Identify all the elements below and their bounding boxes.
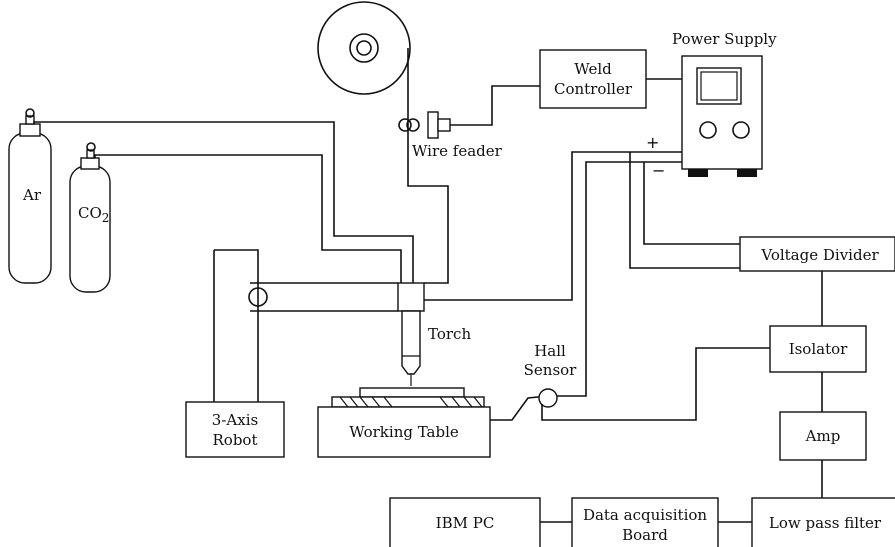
voltage-divider-label: Voltage Divider <box>760 246 879 264</box>
torch <box>397 282 425 386</box>
power-supply-unit <box>681 55 763 177</box>
working-table-box <box>317 406 491 458</box>
ibm-pc-label: IBM PC <box>436 514 495 532</box>
voltage-divider-box <box>739 236 895 272</box>
amp-box <box>779 411 867 461</box>
daq-label-1: Data acquisition <box>583 506 707 524</box>
minus-terminal-label: − <box>652 161 665 180</box>
ar-gas-hose <box>33 121 414 283</box>
robot-arm <box>248 282 398 312</box>
robot-column <box>213 249 259 402</box>
workpiece <box>331 387 485 408</box>
voltage-sense-line-2 <box>643 162 740 245</box>
wire-spool <box>317 1 411 95</box>
robot-box <box>185 401 285 458</box>
hall-sensor-signal-line <box>541 347 770 421</box>
hall-sensor-label-2: Sensor <box>524 361 578 379</box>
plus-terminal-label: + <box>646 133 659 152</box>
robot-label-2: Robot <box>213 431 258 449</box>
ibm-pc-box <box>389 497 541 547</box>
daq-label-2: Board <box>622 526 668 544</box>
weld-controller-label-1: Weld <box>574 60 612 78</box>
robot-label-1: 3-Axis <box>212 411 258 429</box>
daq-board-box <box>571 497 719 547</box>
weld-controller-label-2: Controller <box>554 80 633 98</box>
ar-cylinder <box>8 108 52 284</box>
voltage-sense-line-1 <box>629 152 740 269</box>
co2-label: CO2 <box>78 204 109 225</box>
power-knob-left <box>699 121 717 139</box>
torch-label: Torch <box>428 325 471 343</box>
hall-sensor-icon <box>538 388 558 408</box>
isolator-box <box>769 325 867 373</box>
working-table-label: Working Table <box>349 423 459 441</box>
power-knob-right <box>732 121 750 139</box>
negative-cable <box>490 161 682 421</box>
power-supply-label: Power Supply <box>672 30 777 48</box>
wire-line <box>407 48 449 284</box>
ar-label: Ar <box>22 186 42 204</box>
low-pass-filter-box <box>751 497 895 547</box>
co2-cylinder <box>69 142 111 293</box>
feeder-controller-line <box>450 85 540 126</box>
positive-cable <box>424 151 682 301</box>
low-pass-filter-label: Low pass filter <box>769 514 882 532</box>
amp-label: Amp <box>805 427 841 445</box>
weld-controller-box: Weld Controller <box>539 49 647 109</box>
wire-feeder-icon <box>398 111 451 139</box>
co2-gas-hose <box>94 154 402 283</box>
hall-sensor-label-1: Hall <box>534 342 566 360</box>
isolator-label: Isolator <box>789 340 848 358</box>
wire-feeder-label: Wire feader <box>412 142 503 160</box>
